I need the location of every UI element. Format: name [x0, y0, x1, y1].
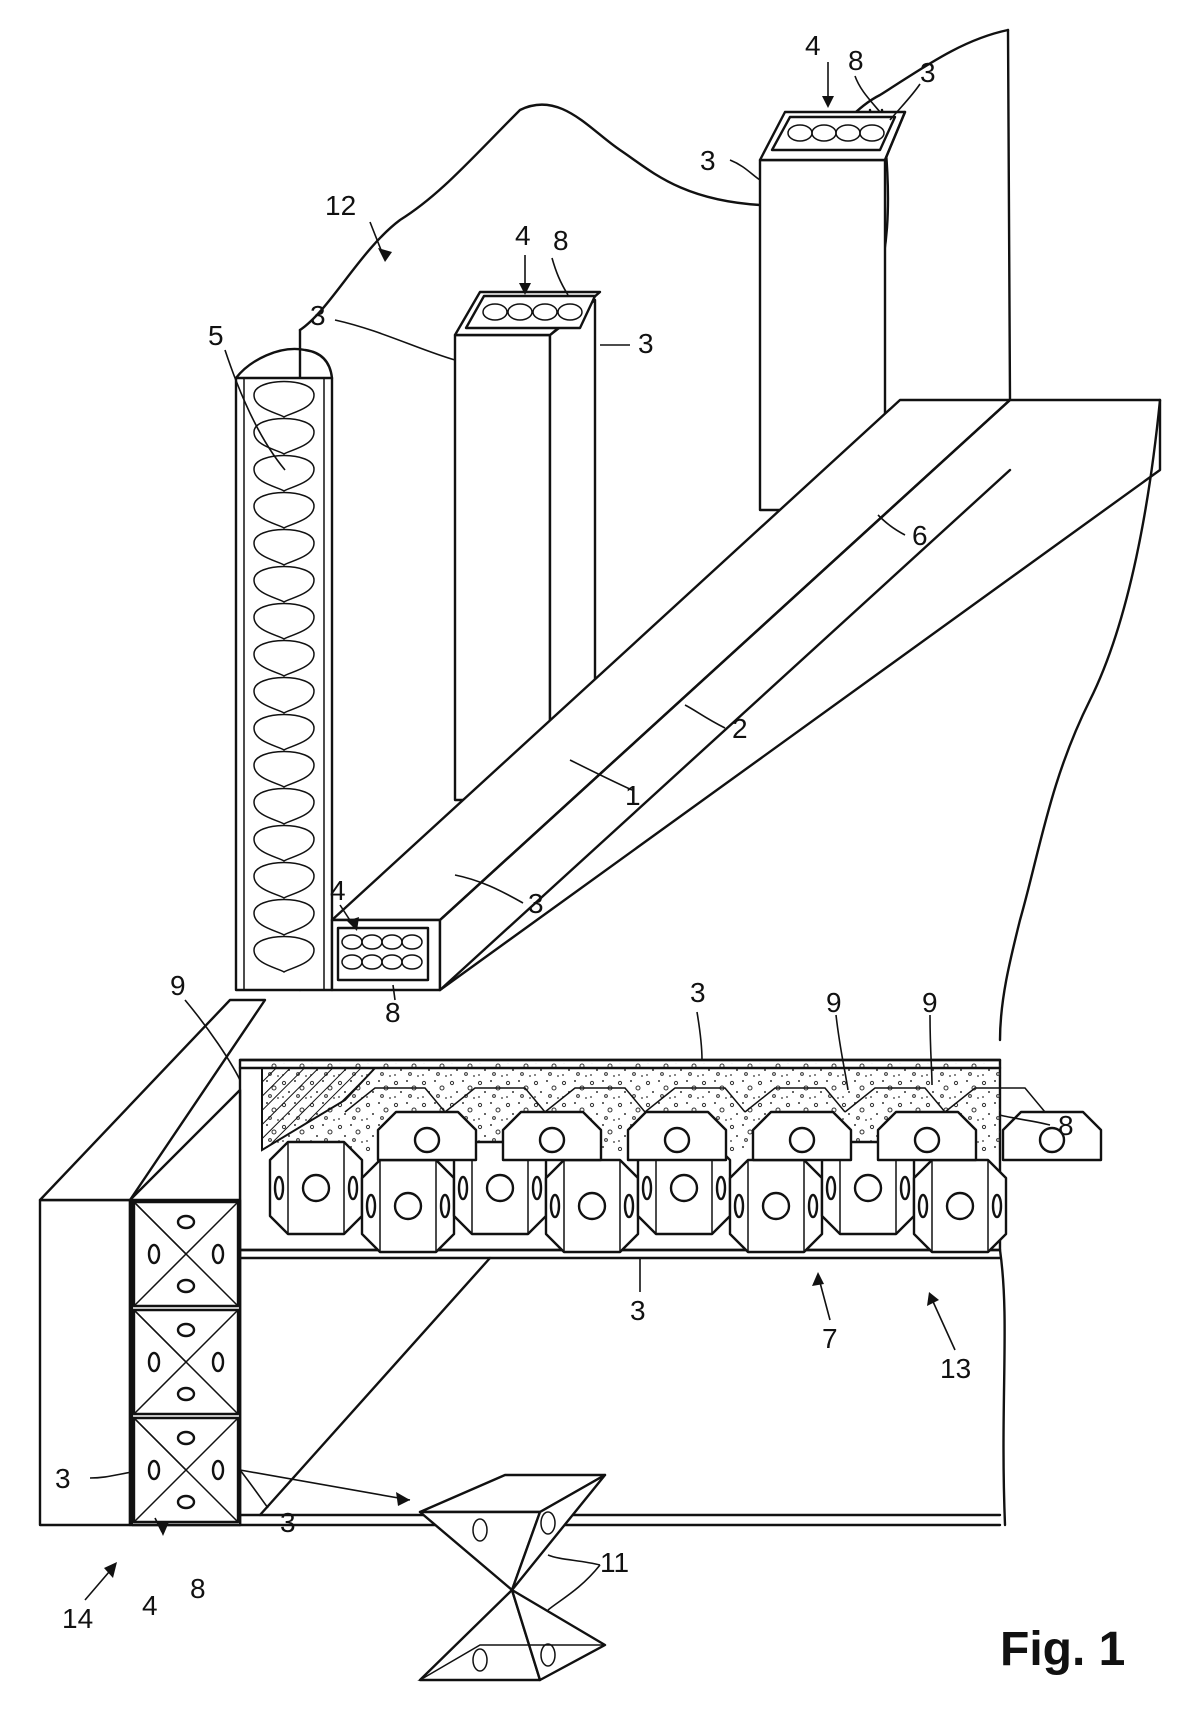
insulation-bubble	[253, 602, 315, 640]
label-8-main: 8	[553, 225, 569, 256]
honeycomb-cell	[268, 1140, 364, 1236]
label-4-beam: 4	[330, 875, 346, 906]
honeycomb-cell-upper	[876, 1110, 978, 1162]
label-11: 11	[600, 1547, 629, 1578]
insulation-bubble	[253, 750, 315, 788]
label-7: 7	[822, 1323, 838, 1354]
label-3-rear-left: 3	[700, 145, 716, 176]
insulation-bubble	[253, 676, 315, 714]
label-3-beam: 3	[528, 888, 544, 919]
insulation-bubble	[253, 787, 315, 825]
label-14: 14	[62, 1603, 93, 1634]
label-2: 2	[732, 713, 748, 744]
honeycomb-cell-upper	[751, 1110, 853, 1162]
lower-structure	[238, 1248, 1007, 1527]
post-cell	[132, 1200, 240, 1308]
honeycomb-cell-upper	[626, 1110, 728, 1162]
label-3-post-right: 3	[280, 1507, 296, 1538]
label-8-slab: 8	[1058, 1110, 1074, 1141]
insulation-bubble	[253, 898, 315, 936]
label-3-slab-bottom: 3	[630, 1295, 646, 1326]
post-cell	[132, 1308, 240, 1416]
label-8-rear: 8	[848, 45, 864, 76]
insulation-bubble	[253, 639, 315, 677]
insulation-column	[234, 347, 334, 992]
label-8-post: 8	[190, 1573, 206, 1604]
double-pyramid-element	[239, 1469, 607, 1682]
honeycomb-cell	[544, 1158, 640, 1254]
insulation-bubble	[253, 380, 315, 418]
honeycomb-cell-upper	[376, 1110, 478, 1162]
reference-numerals: 12 4 8 3 3 4 8 3 3 5 6 2 1 3 4 8 9 3 9 9…	[55, 30, 1125, 1676]
label-4-post: 4	[142, 1590, 158, 1621]
honeycomb-cell-upper	[501, 1110, 603, 1162]
label-6: 6	[912, 520, 928, 551]
label-3-slab-top: 3	[690, 977, 706, 1008]
main-column-honeycomb	[482, 303, 583, 321]
rear-column-honeycomb	[787, 124, 885, 142]
foundation-post	[38, 998, 267, 1527]
label-3-main-right: 3	[638, 328, 654, 359]
honeycomb-cell	[820, 1140, 916, 1236]
label-3-rear-right: 3	[920, 57, 936, 88]
post-cells	[132, 1200, 240, 1524]
insulation-bubble	[253, 565, 315, 603]
label-4-main: 4	[515, 220, 531, 251]
honeycomb-cell-upper	[1001, 1110, 1103, 1162]
post-cell	[132, 1416, 240, 1524]
ground-surface	[998, 398, 1162, 1042]
label-13: 13	[940, 1353, 971, 1384]
insulation-bubble	[253, 861, 315, 899]
insulation-bubble	[253, 935, 315, 973]
insulation-bubble	[253, 491, 315, 529]
label-12: 12	[325, 190, 356, 221]
honeycomb-cell	[912, 1158, 1008, 1254]
beam-honeycomb	[341, 934, 423, 970]
leader-lines	[84, 62, 1051, 1611]
insulation-bubble	[253, 528, 315, 566]
label-9-left: 9	[170, 970, 186, 1001]
honeycomb-cell	[360, 1158, 456, 1254]
figure-title: Fig. 1	[1000, 1623, 1125, 1676]
label-3-post-left: 3	[55, 1463, 71, 1494]
insulation-bubble	[253, 824, 315, 862]
label-9-mid: 9	[826, 987, 842, 1018]
insulation-bubble	[253, 454, 315, 492]
label-5: 5	[208, 320, 224, 351]
label-1: 1	[625, 780, 641, 811]
label-3-main-left: 3	[310, 300, 326, 331]
insulation-bubble	[253, 713, 315, 751]
label-9-right: 9	[922, 987, 938, 1018]
label-8-beam: 8	[385, 997, 401, 1028]
honeycomb-cells	[268, 1087, 1103, 1254]
honeycomb-cell	[728, 1158, 824, 1254]
floor-slab	[238, 1058, 1103, 1260]
main-column	[453, 290, 602, 802]
ground-beam	[330, 398, 1162, 992]
label-4-rear: 4	[805, 30, 821, 61]
